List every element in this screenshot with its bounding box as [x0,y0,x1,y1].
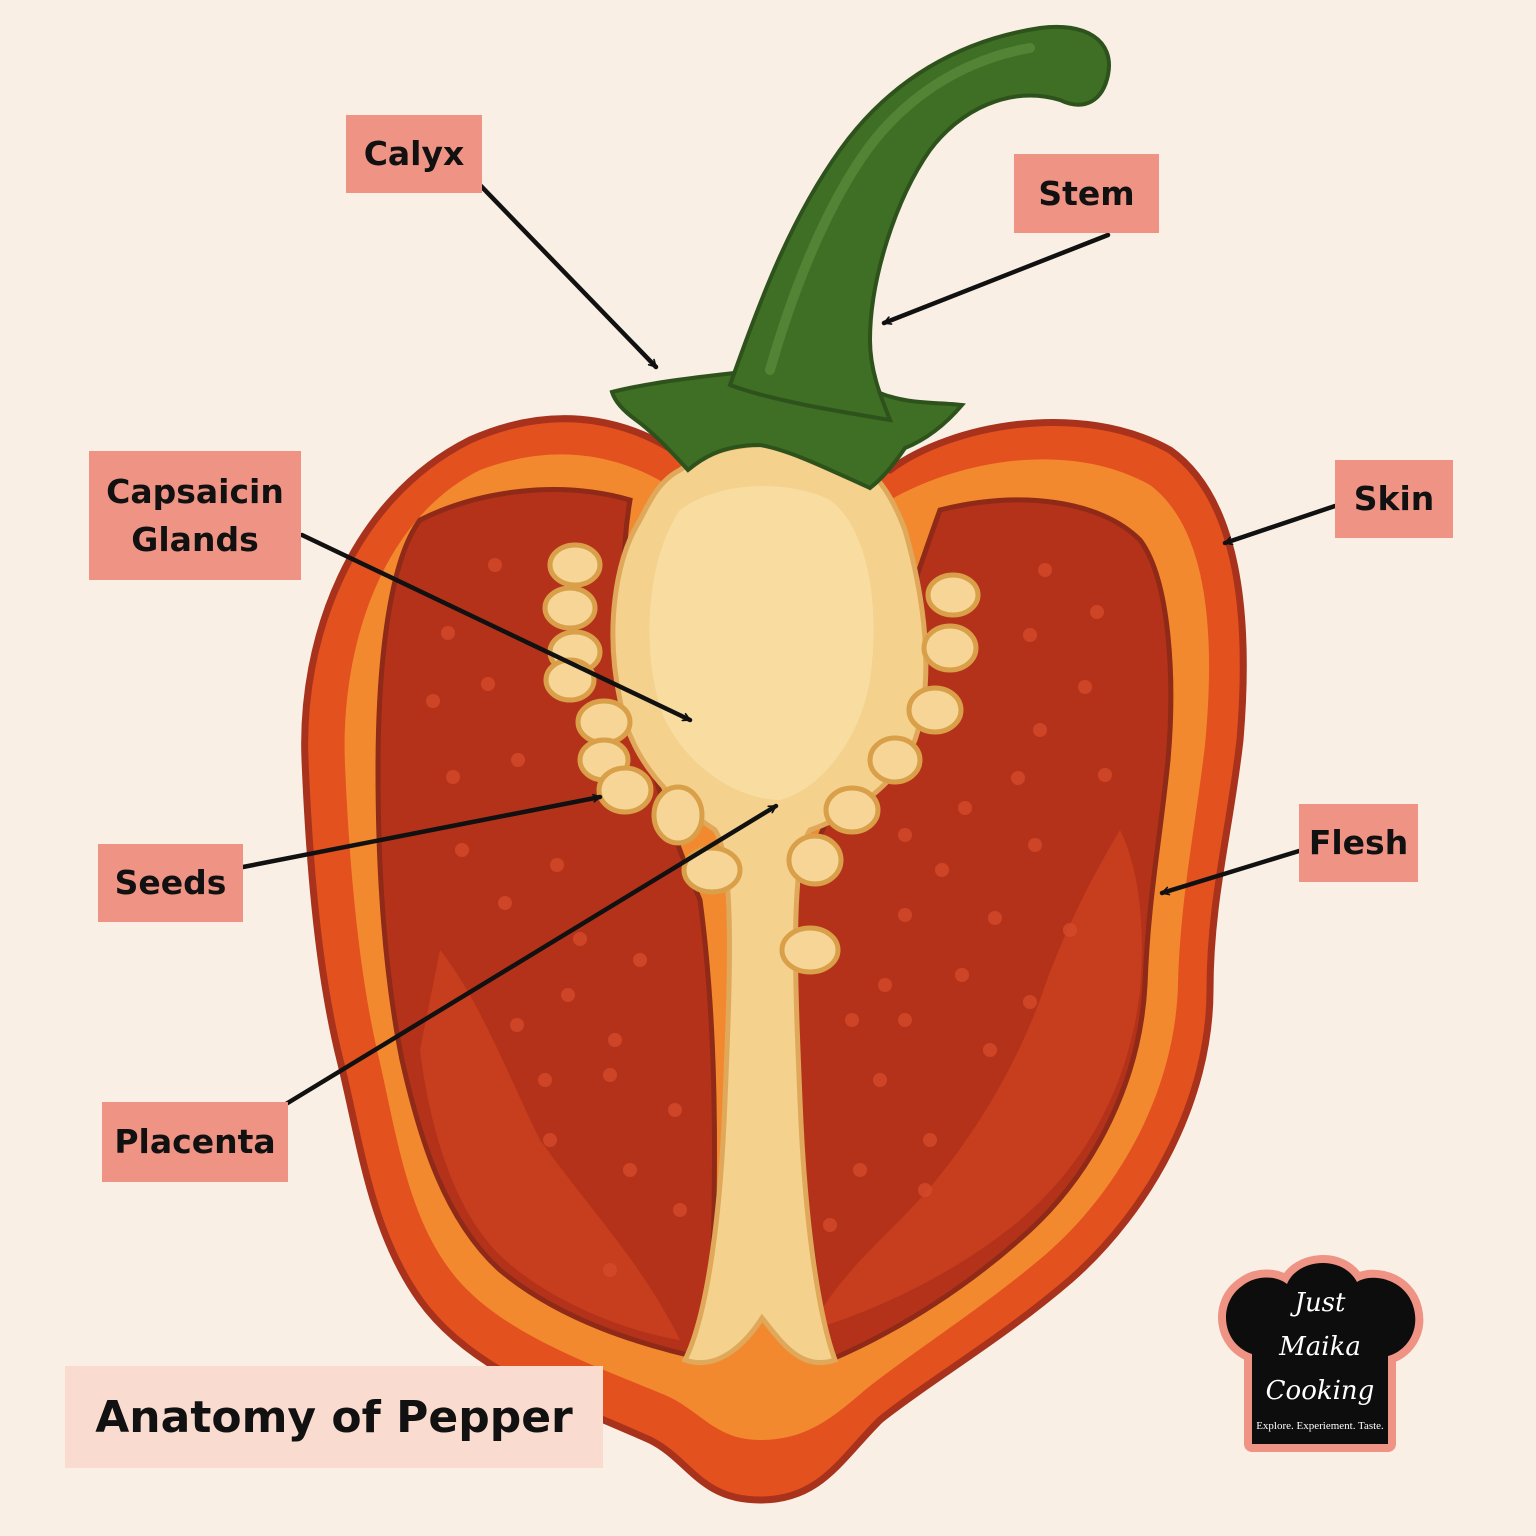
label-capsaicin-line2: Glands [131,519,259,559]
calyx-arrow [477,182,659,370]
leader-lines [240,182,1338,1107]
diagram-title: Anatomy of Pepper [65,1366,603,1468]
diagram-title-text: Anatomy of Pepper [95,1391,573,1443]
label-flesh-text: Flesh [1308,823,1409,863]
placenta-arrow [283,803,779,1107]
label-placenta-text: Placenta [114,1122,276,1162]
logo-word-3: Cooking [1265,1376,1375,1406]
logo-word-1: Just [1294,1288,1346,1318]
seed [542,585,598,631]
seeds-group [542,542,981,975]
seed [575,698,633,746]
seed [786,833,844,887]
seed [867,735,923,785]
flesh-wave-right [810,830,1142,1330]
seed [823,785,881,835]
seed [921,623,979,673]
brand-logo: Just Maika Cooking Explore. Experiement.… [1212,1244,1428,1454]
seed [779,925,841,975]
placenta-inner [649,486,874,800]
logo-tagline: Explore. Experiement. Taste. [1256,1420,1384,1432]
seeds-arrow [240,797,603,870]
label-flesh: Flesh [1299,804,1418,882]
seed [906,685,964,735]
label-stem-text: Stem [1038,173,1135,213]
label-calyx-text: Calyx [363,134,465,174]
flesh-speckles [426,558,1112,1277]
stem-arrow [881,232,1111,326]
capsaicin-arrow [299,532,693,723]
flesh-arrow [1159,848,1302,893]
chef-hat-logo-icon [1218,1255,1424,1452]
label-capsaicin-line1: Capsaicin [106,471,284,511]
seed [596,765,654,815]
logo-word-2: Maika [1279,1332,1361,1362]
seed [651,784,705,846]
stem-highlight [765,43,1035,375]
label-seeds-text: Seeds [114,863,227,903]
label-skin: Skin [1335,460,1453,538]
flesh-wave-left [420,950,680,1340]
label-capsaicin-glands: Capsaicin Glands [89,451,301,580]
seed [925,572,981,618]
label-placenta: Placenta [102,1102,288,1182]
skin-arrow [1222,503,1338,546]
seed [681,845,743,895]
label-seeds: Seeds [98,844,243,922]
label-calyx: Calyx [346,115,482,193]
seed [547,542,603,588]
label-stem: Stem [1014,154,1159,233]
seed [543,657,597,703]
stem [727,24,1112,423]
label-skin-text: Skin [1353,479,1435,519]
